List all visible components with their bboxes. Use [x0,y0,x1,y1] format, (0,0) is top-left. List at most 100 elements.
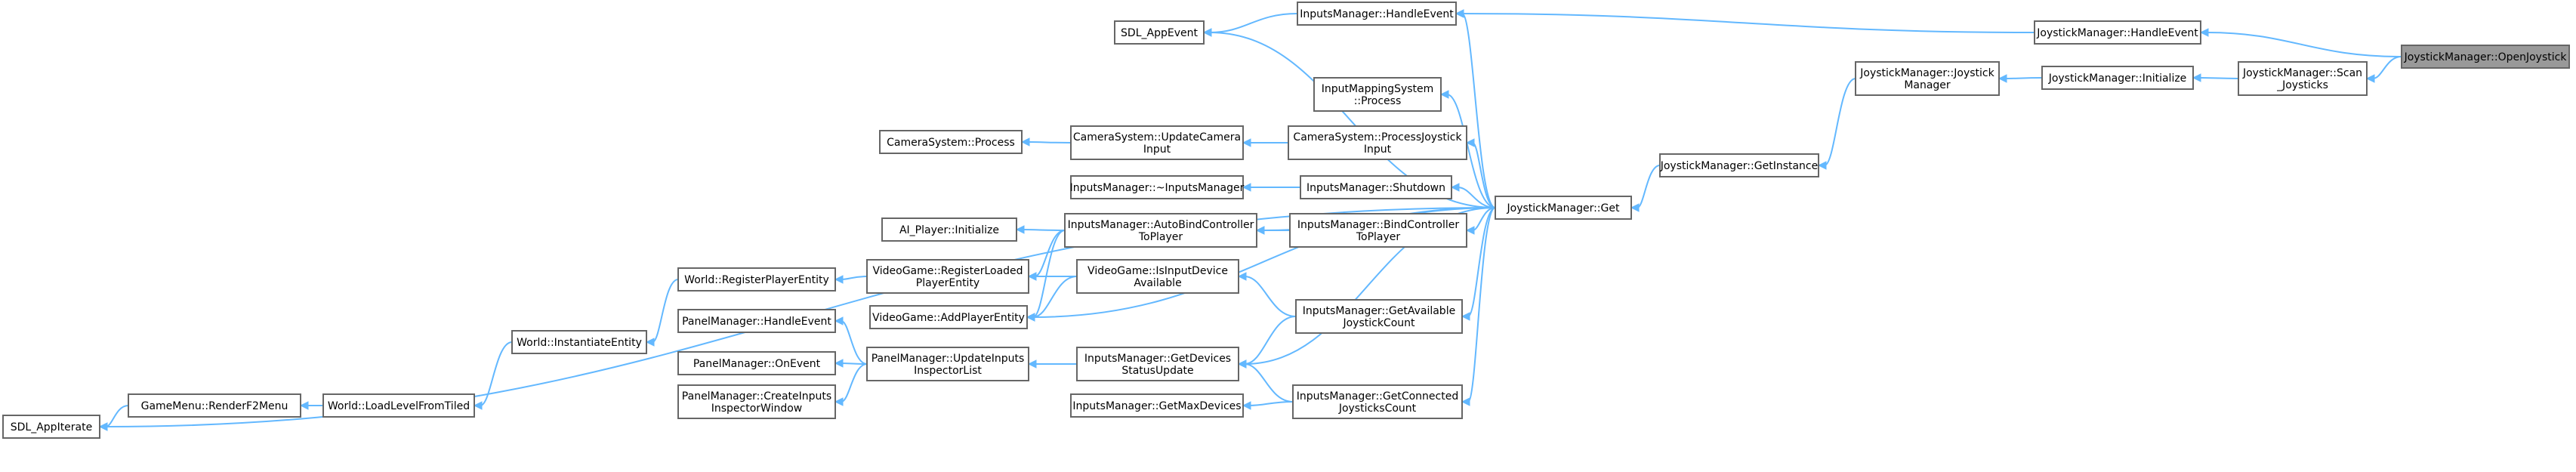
node-world_load[interactable]: World::LoadLevelFromTiled [322,393,475,418]
node-label-jm_scan: _Joysticks [2276,79,2328,91]
node-world_register[interactable]: World::RegisterPlayerEntity [677,267,836,292]
node-box-sdl_appiterate[interactable] [2,415,100,439]
node-ai_init[interactable]: AI_Player::Initialize [881,217,1017,242]
node-box-jm_getinst[interactable] [1659,153,1819,177]
node-im_autobind[interactable]: InputsManager::AutoBindControllerToPlaye… [1064,213,1257,248]
node-label-im_devstatus: InputsManager::GetDevices [1084,353,1231,365]
node-box-im_dtor[interactable] [1070,175,1244,199]
node-label-vg_addplayer: VideoGame::AddPlayerEntity [872,312,1025,324]
edge-world_register-to-vg_register [841,276,868,280]
node-box-open[interactable] [2401,45,2570,69]
node-jm_getinst[interactable]: JoystickManager::GetInstance [1659,153,1819,177]
node-box-vg_register[interactable] [866,259,1029,294]
node-pm_create[interactable]: PanelManager::CreateInputsInspectorWindo… [677,384,836,419]
node-box-im_getavail[interactable] [1295,299,1463,334]
node-label-vg_isinput: VideoGame::IsInputDevice [1087,265,1228,277]
edge-im_devstatus-to-im_getconn [1244,363,1294,403]
node-jm_handle[interactable]: JoystickManager::HandleEvent [2034,20,2201,45]
node-vg_addplayer[interactable]: VideoGame::AddPlayerEntity [869,305,1028,329]
node-box-im_shutdown[interactable] [1300,175,1452,199]
node-im_getconn[interactable]: InputsManager::GetConnectedJoysticksCoun… [1292,384,1463,419]
node-jm_ctor[interactable]: JoystickManager::JoystickManager [1855,61,2000,96]
node-box-jm_ctor[interactable] [1855,61,2000,96]
edge-jm_get-to-jm_getinst [1637,165,1661,208]
node-cs_process[interactable]: CameraSystem::Process [879,130,1023,154]
node-box-im_bind[interactable] [1289,213,1467,248]
node-im_getmax[interactable]: InputsManager::GetMaxDevices [1070,393,1244,418]
node-box-cs_ucam[interactable] [1070,125,1244,160]
arrowhead-vg_addplayer-to-jm_get [1026,313,1035,322]
node-im_shutdown[interactable]: InputsManager::Shutdown [1300,175,1452,199]
node-box-im_autobind[interactable] [1064,213,1257,248]
node-box-im_devstatus[interactable] [1076,347,1239,381]
arrowhead-world_load-to-world_inst [473,401,483,410]
node-sdl_appevent[interactable]: SDL_AppEvent [1114,20,1205,45]
node-box-pm_update[interactable] [866,347,1029,381]
node-box-jm_init[interactable] [2041,66,2194,90]
node-box-gm_render[interactable] [128,393,301,418]
node-box-im_getmax[interactable] [1070,393,1244,418]
node-box-jm_handle[interactable] [2034,20,2201,45]
arrowhead-im_getavail-to-jm_get [1461,312,1470,321]
arrowhead-jm_handle-to-open [2199,28,2209,37]
arrowhead-im_getmax-to-im_getconn [1242,401,1251,410]
node-label-jm_get: JoystickManager::Get [1507,202,1620,214]
node-label-cs_process: CameraSystem::Process [887,137,1015,149]
node-box-im_getconn[interactable] [1292,384,1463,419]
edge-im_getavail-to-jm_get [1467,207,1496,317]
node-im_handle[interactable]: InputsManager::HandleEvent [1297,2,1457,26]
node-box-vg_isinput[interactable] [1076,259,1239,294]
arrowhead-ai_init-to-im_autobind [1015,225,1025,234]
node-jm_get[interactable]: JoystickManager::Get [1495,196,1632,220]
node-label-cs_pji: CameraSystem::ProcessJoystick [1293,131,1462,143]
node-box-ims_process[interactable] [1313,77,1442,112]
edge-im_devstatus-to-im_getavail [1244,316,1297,365]
node-sdl_appiterate[interactable]: SDL_AppIterate [2,415,100,439]
arrowhead-pm_handle-to-pm_update [834,316,844,325]
edge-pm_handle-to-pm_update [841,320,868,365]
edge-sdl_appiterate-to-gm_render [105,405,129,427]
node-label-jm_scan: JoystickManager::Scan [2242,67,2362,79]
node-label-vg_register: PlayerEntity [916,277,979,289]
node-box-ai_init[interactable] [881,217,1017,242]
node-box-world_inst[interactable] [511,330,647,354]
node-jm_init[interactable]: JoystickManager::Initialize [2041,66,2194,90]
node-box-pm_create[interactable] [677,384,836,419]
node-jm_scan[interactable]: JoystickManager::Scan_Joysticks [2238,61,2368,96]
node-open[interactable]: JoystickManager::OpenJoystick [2401,45,2570,69]
node-gm_render[interactable]: GameMenu::RenderF2Menu [128,393,301,418]
node-pm_handle[interactable]: PanelManager::HandleEvent [677,309,836,333]
node-label-ims_process: ::Process [1354,95,1402,107]
node-ims_process[interactable]: InputMappingSystem::Process [1313,77,1442,112]
arrowhead-cs_pji-to-jm_get [1465,138,1475,147]
node-label-im_getconn: JoysticksCount [1338,403,1417,415]
node-box-jm_scan[interactable] [2238,61,2368,96]
node-box-vg_addplayer[interactable] [869,305,1028,329]
node-box-world_register[interactable] [677,267,836,292]
node-box-pm_onevent[interactable] [677,351,836,375]
edge-pm_onevent-to-pm_update [841,362,868,365]
node-pm_onevent[interactable]: PanelManager::OnEvent [677,351,836,375]
node-label-jm_init: JoystickManager::Initialize [2048,72,2187,85]
node-box-cs_pji[interactable] [1288,125,1467,160]
node-im_dtor[interactable]: InputsManager::~InputsManager [1070,175,1245,199]
node-box-cs_process[interactable] [879,130,1023,154]
node-box-pm_handle[interactable] [677,309,836,333]
node-box-jm_get[interactable] [1495,196,1632,220]
node-box-im_handle[interactable] [1297,2,1457,26]
node-box-world_load[interactable] [322,393,475,418]
arrowhead-ims_process-to-jm_get [1439,90,1449,99]
edge-pm_create-to-pm_update [841,363,868,403]
node-box-sdl_appevent[interactable] [1114,20,1205,45]
node-world_inst[interactable]: World::InstantiateEntity [511,330,647,354]
node-label-jm_ctor: JoystickManager::Joystick [1859,67,1994,79]
